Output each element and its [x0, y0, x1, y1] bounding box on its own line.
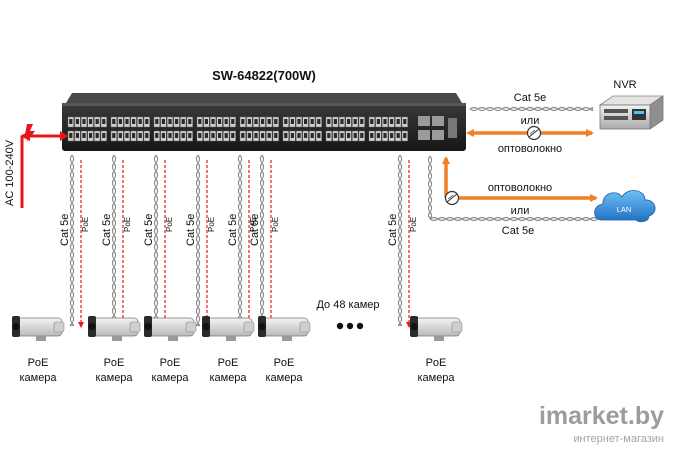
nvr-link-or: или — [521, 115, 540, 127]
cable-poe-label: PoE — [271, 217, 280, 232]
cable-cat5e-label: Cat 5e — [143, 214, 155, 246]
cable-twisted-pair — [69, 154, 75, 327]
switch-model-title: SW-64822(700W) — [212, 68, 316, 83]
watermark: imarket.by интернет-магазин — [539, 402, 664, 445]
camera-label-line2: камера — [417, 372, 455, 384]
cable-poe-label: PoE — [207, 217, 216, 232]
cable-cat5e-label: Cat 5e — [59, 214, 71, 246]
lan-link-or: или — [511, 205, 530, 217]
cable-twisted-pair — [259, 154, 265, 327]
cable-poe-label: PoE — [123, 217, 132, 232]
cable-cat5e-label: Cat 5e — [227, 214, 239, 246]
cable-poe-label: PoE — [249, 217, 258, 232]
lan-link-cat5e: Cat 5e — [502, 225, 534, 237]
camera-label-line2: камера — [265, 372, 303, 384]
ellipsis-icon — [336, 322, 364, 330]
camera-group: PoE камера PoE камера PoE камера PoE камера PoE к… — [12, 316, 463, 384]
cable-cat5e-label: Cat 5e — [249, 214, 261, 246]
nvr-link-cat5e: Cat 5e — [514, 92, 546, 104]
cable-twisted-pair — [195, 154, 201, 327]
camera-icon — [12, 316, 65, 341]
cable-poe-label: PoE — [165, 217, 174, 232]
switch-sfp-ports — [418, 116, 457, 140]
fiber-connector-icon — [444, 190, 460, 206]
camera-icon — [202, 316, 255, 341]
more-cameras-label: До 48 камер — [316, 299, 379, 311]
lan-link-fiber: оптоволокно — [488, 182, 552, 194]
nvr-label: NVR — [613, 79, 636, 91]
cable-cat5e-label: Cat 5e — [101, 214, 113, 246]
power-input: AC 100-240V — [4, 124, 68, 208]
camera-label-line1: PoE — [274, 357, 295, 369]
switch-device — [62, 93, 466, 151]
camera-icon — [88, 316, 141, 341]
power-label: AC 100-240V — [4, 139, 16, 206]
lightning-icon — [25, 124, 35, 142]
lan-cloud-icon: LAN — [594, 190, 656, 223]
nvr-link: Cat 5e или оптоволокно — [466, 92, 594, 155]
camera-label-line1: PoE — [426, 357, 447, 369]
lan-link: оптоволокно или Cat 5e — [427, 155, 599, 237]
camera-label-line2: камера — [95, 372, 133, 384]
switch-port-grid — [67, 116, 408, 142]
cable-twisted-pair — [153, 154, 159, 327]
cable-cat5e-label: Cat 5e — [387, 214, 399, 246]
camera-label-line1: PoE — [104, 357, 125, 369]
nvr-device: NVR — [598, 79, 665, 130]
camera-label-line1: PoE — [28, 357, 49, 369]
lan-label: LAN — [617, 205, 632, 214]
watermark-sub: интернет-магазин — [573, 433, 664, 445]
camera-icon — [258, 316, 311, 341]
cable-twisted-pair — [397, 154, 403, 327]
cable-twisted-pair — [111, 154, 117, 327]
cable-poe-label: PoE — [409, 217, 418, 232]
cable-cat5e-label: Cat 5e — [185, 214, 197, 246]
watermark-brand: imarket.by — [539, 402, 664, 430]
cable-poe-label: PoE — [81, 217, 90, 232]
camera-label-line2: камера — [19, 372, 57, 384]
camera-label-line2: камера — [151, 372, 189, 384]
fiber-connector-icon — [526, 125, 542, 141]
camera-label-line1: PoE — [160, 357, 181, 369]
arrow-down-icon — [78, 322, 84, 328]
nvr-link-fiber: оптоволокно — [498, 143, 562, 155]
camera-icon — [144, 316, 197, 341]
camera-label-line2: камера — [209, 372, 247, 384]
camera-icon — [410, 316, 463, 341]
cable-twisted-pair — [237, 154, 243, 327]
camera-label-line1: PoE — [218, 357, 239, 369]
